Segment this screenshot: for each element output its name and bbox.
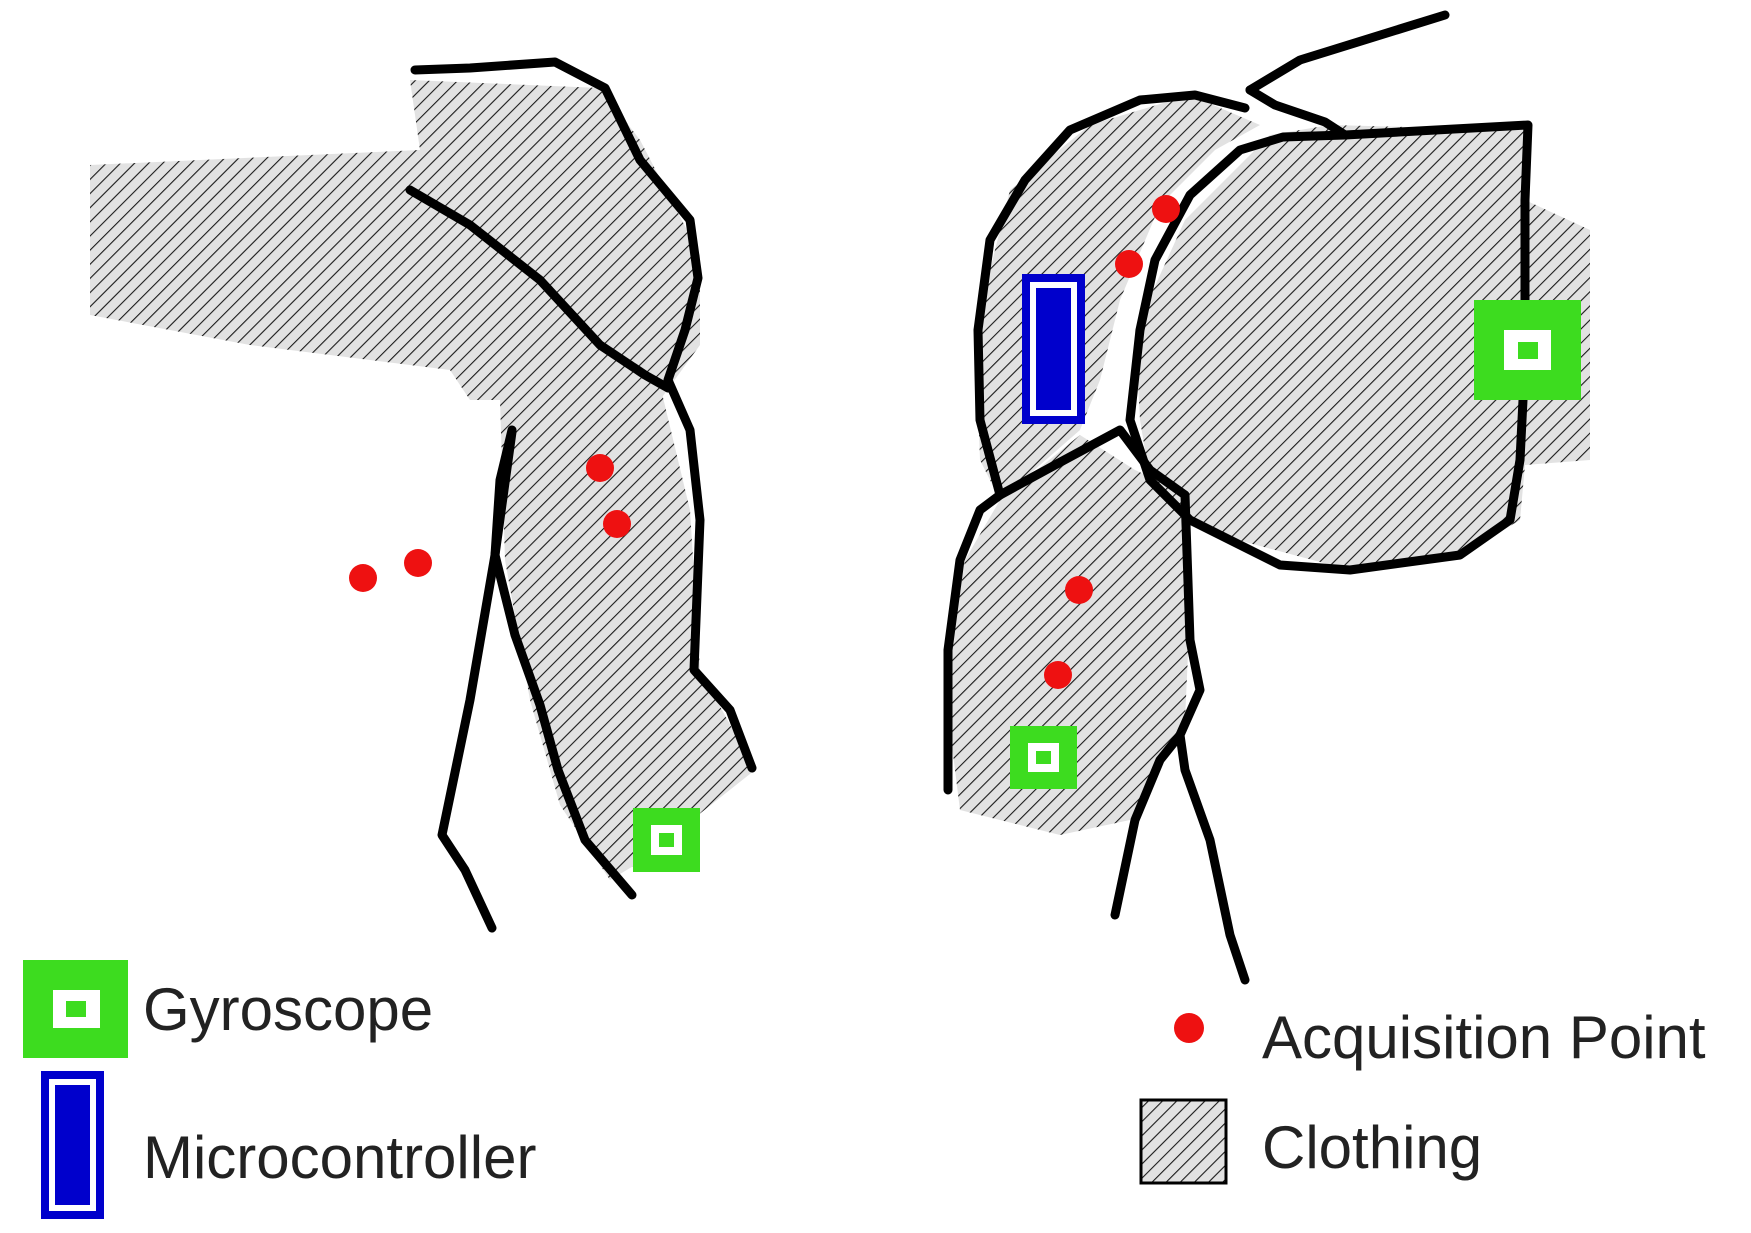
microcontroller-icon bbox=[41, 1071, 104, 1219]
right-body-outline bbox=[943, 10, 1533, 985]
left-clothing-regions bbox=[90, 80, 755, 880]
left-acquisition-points bbox=[349, 454, 631, 592]
legend-item-acquisition-point: Acquisition Point bbox=[1174, 1004, 1706, 1071]
right-clothing-regions bbox=[945, 95, 1590, 835]
right-clothing-lower-leg bbox=[945, 435, 1190, 835]
right-knee-contour bbox=[995, 425, 1190, 500]
acquisition-point bbox=[603, 510, 631, 538]
right-hip-top-contour bbox=[1245, 85, 1350, 140]
left-clothing-torso bbox=[90, 80, 700, 400]
right-acquisition-points bbox=[1044, 195, 1180, 689]
left-front-leg-contour bbox=[437, 427, 517, 933]
legend-item-gyroscope: Gyroscope bbox=[23, 960, 433, 1058]
gyroscope-icon bbox=[23, 960, 128, 1058]
legend-item-microcontroller: Microcontroller bbox=[41, 1071, 536, 1219]
left-body-outline bbox=[405, 57, 757, 933]
right-back-contour bbox=[1245, 10, 1450, 95]
legend-label-gyroscope: Gyroscope bbox=[143, 976, 433, 1043]
gyroscope-icon bbox=[1010, 726, 1077, 789]
acquisition-point bbox=[1152, 195, 1180, 223]
right-front-thigh-contour bbox=[943, 90, 1250, 795]
left-body-figure bbox=[90, 57, 757, 933]
legend-label-clothing: Clothing bbox=[1262, 1114, 1482, 1181]
acquisition-point bbox=[1065, 576, 1093, 604]
left-back-contour bbox=[410, 57, 757, 773]
legend: Gyroscope Microcontroller Acquisition Po… bbox=[23, 960, 1706, 1219]
legend-label-acquisition-point: Acquisition Point bbox=[1262, 1004, 1706, 1071]
left-hip-crease bbox=[405, 185, 673, 393]
right-body-figure bbox=[943, 10, 1590, 985]
acquisition-point bbox=[349, 564, 377, 592]
clothing-swatch-icon bbox=[1139, 1098, 1228, 1185]
right-clothing-torso bbox=[1135, 125, 1590, 570]
left-clothing-leg bbox=[500, 385, 755, 880]
acquisition-point-icon bbox=[1174, 1013, 1204, 1043]
right-calf-contour bbox=[1110, 730, 1185, 920]
legend-item-clothing: Clothing bbox=[1139, 1098, 1482, 1185]
gyroscope-icon bbox=[1474, 300, 1581, 400]
gyroscope-icon bbox=[633, 808, 700, 872]
legend-label-microcontroller: Microcontroller bbox=[143, 1124, 536, 1191]
microcontroller-icon bbox=[1022, 274, 1085, 424]
right-shin-contour bbox=[1175, 490, 1250, 985]
acquisition-point bbox=[1115, 250, 1143, 278]
acquisition-point bbox=[1044, 661, 1072, 689]
acquisition-point bbox=[404, 549, 432, 577]
acquisition-point bbox=[586, 454, 614, 482]
